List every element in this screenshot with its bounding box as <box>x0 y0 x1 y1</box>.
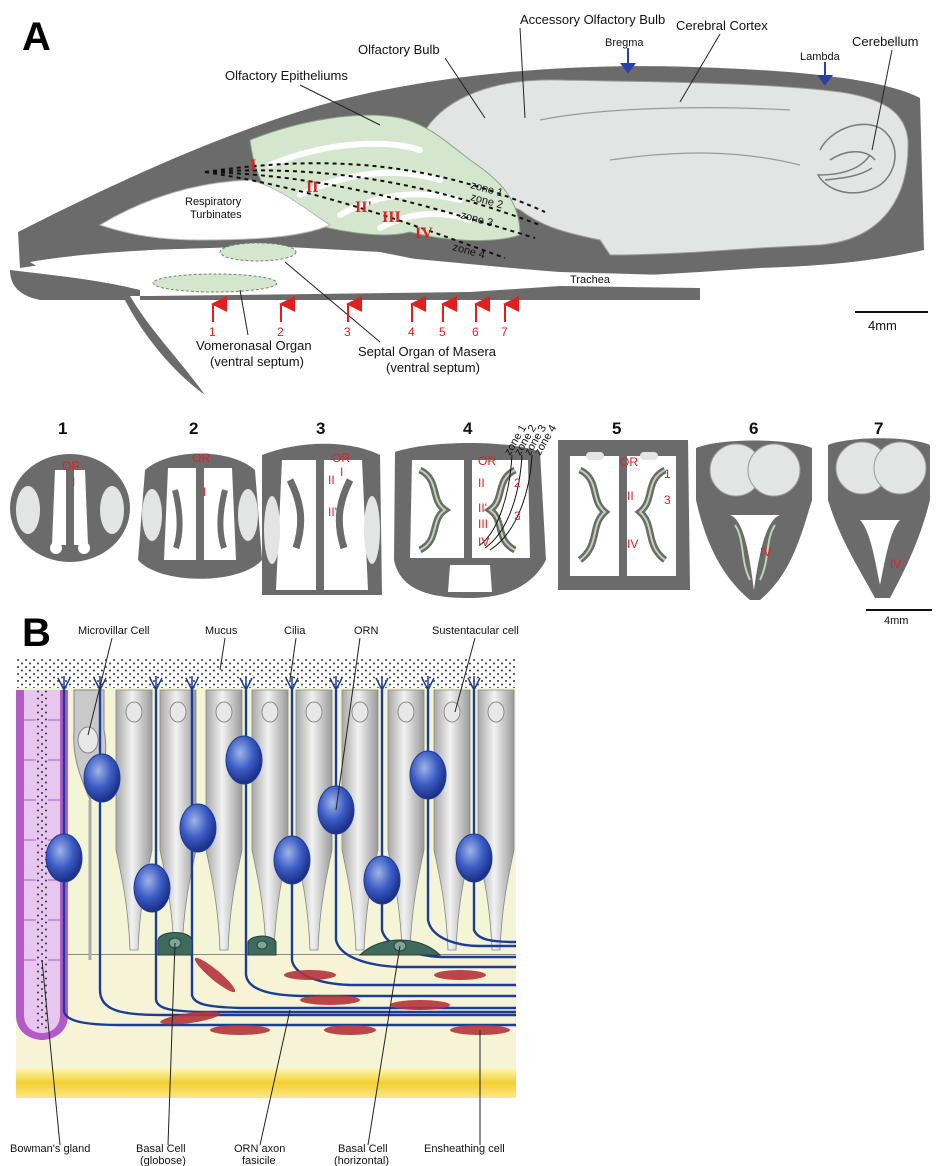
arrow-num-1: 1 <box>209 325 216 339</box>
label-respiratory: Respiratory <box>185 196 242 208</box>
arrow-num-6: 6 <box>472 325 479 339</box>
label-vomeronasal-organ: Vomeronasal Organ <box>196 338 312 353</box>
label-ensheathing-cell: Ensheathing cell <box>424 1143 505 1155</box>
s4-iii: III <box>478 517 488 531</box>
section-4: OR II II' III IV 2 3 zone 1 zone 2 zone … <box>394 423 559 598</box>
region-i: I <box>250 157 256 174</box>
panel-b: B <box>10 611 519 1166</box>
label-cerebellum: Cerebellum <box>852 34 918 49</box>
section-6: IV <box>696 441 812 601</box>
vomeronasal-organ <box>153 274 277 292</box>
s7-iv: IV <box>890 557 901 571</box>
region-ii-prime: II' <box>355 199 372 216</box>
region-ii: II <box>306 179 318 196</box>
s5-iv: IV <box>627 537 638 551</box>
panel-a-letter: A <box>22 15 51 59</box>
label-bowmans-gland: Bowman's gland <box>10 1143 90 1155</box>
label-olfactory-epitheliums: Olfactory Epitheliums <box>225 68 348 83</box>
section-num-6: 6 <box>749 419 758 438</box>
panel-b-letter: B <box>22 611 51 655</box>
mucus-layer <box>16 658 516 690</box>
s5-ii: II <box>627 489 634 503</box>
label-septal-organ: Septal Organ of Masera <box>358 344 497 359</box>
label-basal-horizontal-2: (horizontal) <box>334 1155 389 1166</box>
s5-1: 1 <box>664 467 671 481</box>
section-num-3: 3 <box>316 419 325 438</box>
s4-2: 2 <box>514 476 521 490</box>
label-orn-axon-2: fasicile <box>242 1155 276 1166</box>
label-orn: ORN <box>354 625 379 637</box>
arrow-num-4: 4 <box>408 325 415 339</box>
label-septal-sub: (ventral septum) <box>386 360 480 375</box>
section-arrows <box>213 304 505 322</box>
section-2: OR I <box>138 451 262 579</box>
s2-or: OR <box>192 451 210 465</box>
label-basal-horizontal-1: Basal Cell <box>338 1143 388 1155</box>
s4-iv: IV <box>478 535 489 549</box>
s4-ii-prime: II' <box>478 501 487 515</box>
section-5: OR 1 II 3 IV <box>558 440 690 590</box>
s2-i: I <box>203 485 206 499</box>
panel-a: A <box>10 12 932 627</box>
label-sustentacular-cell: Sustentacular cell <box>432 625 519 637</box>
s4-ii: II <box>478 476 485 490</box>
s3-ii: II <box>328 473 335 487</box>
section-num-5: 5 <box>612 419 621 438</box>
s1-i: I <box>72 475 75 489</box>
region-iii: III <box>382 209 401 226</box>
coronal-sections: 1 2 3 4 5 6 7 OR I <box>10 419 932 627</box>
arrow-num-3: 3 <box>344 325 351 339</box>
label-vomeronasal-sub: (ventral septum) <box>210 354 304 369</box>
label-cerebral-cortex: Cerebral Cortex <box>676 18 768 33</box>
lower-jaw <box>10 270 700 395</box>
label-turbinates: Turbinates <box>190 209 242 221</box>
section-1: OR I <box>10 454 130 562</box>
section-num-2: 2 <box>189 419 198 438</box>
septal-organ <box>220 243 296 261</box>
sustentacular-nuclei <box>126 702 504 722</box>
s4-3: 3 <box>514 509 521 523</box>
label-basal-globose-1: Basal Cell <box>136 1143 186 1155</box>
label-accessory-olfactory-bulb: Accessory Olfactory Bulb <box>520 12 665 27</box>
arrow-num-5: 5 <box>439 325 446 339</box>
label-mucus: Mucus <box>205 625 238 637</box>
scale-label-b: 4mm <box>884 615 908 627</box>
arrow-num-7: 7 <box>501 325 508 339</box>
s6-iv: IV <box>760 545 771 559</box>
s5-3: 3 <box>664 493 671 507</box>
label-lambda: Lambda <box>800 51 841 63</box>
s3-or: OR <box>332 451 350 465</box>
label-basal-globose-2: (globose) <box>140 1155 186 1166</box>
label-orn-axon-1: ORN axon <box>234 1143 285 1155</box>
scale-label-a: 4mm <box>868 318 897 333</box>
s3-ii-prime: II' <box>328 505 337 519</box>
s3-i: I <box>340 465 343 479</box>
label-olfactory-bulb: Olfactory Bulb <box>358 42 440 57</box>
section-7: IV <box>828 438 930 598</box>
s5-or: OR <box>620 455 638 469</box>
s4-or: OR <box>478 454 496 468</box>
sustentacular-cells <box>116 690 514 950</box>
cartilage-layer <box>16 1068 516 1098</box>
section-3: OR I II II' <box>262 444 382 595</box>
section-num-1: 1 <box>58 419 67 438</box>
section-num-4: 4 <box>463 419 473 438</box>
arrow-num-2: 2 <box>277 325 284 339</box>
region-iv: IV <box>415 225 433 242</box>
section-num-7: 7 <box>874 419 883 438</box>
s1-or: OR <box>62 459 80 473</box>
label-cilia: Cilia <box>284 625 306 637</box>
label-trachea: Trachea <box>570 274 611 286</box>
label-microvillar-cell: Microvillar Cell <box>78 625 150 637</box>
label-bregma: Bregma <box>605 37 644 49</box>
